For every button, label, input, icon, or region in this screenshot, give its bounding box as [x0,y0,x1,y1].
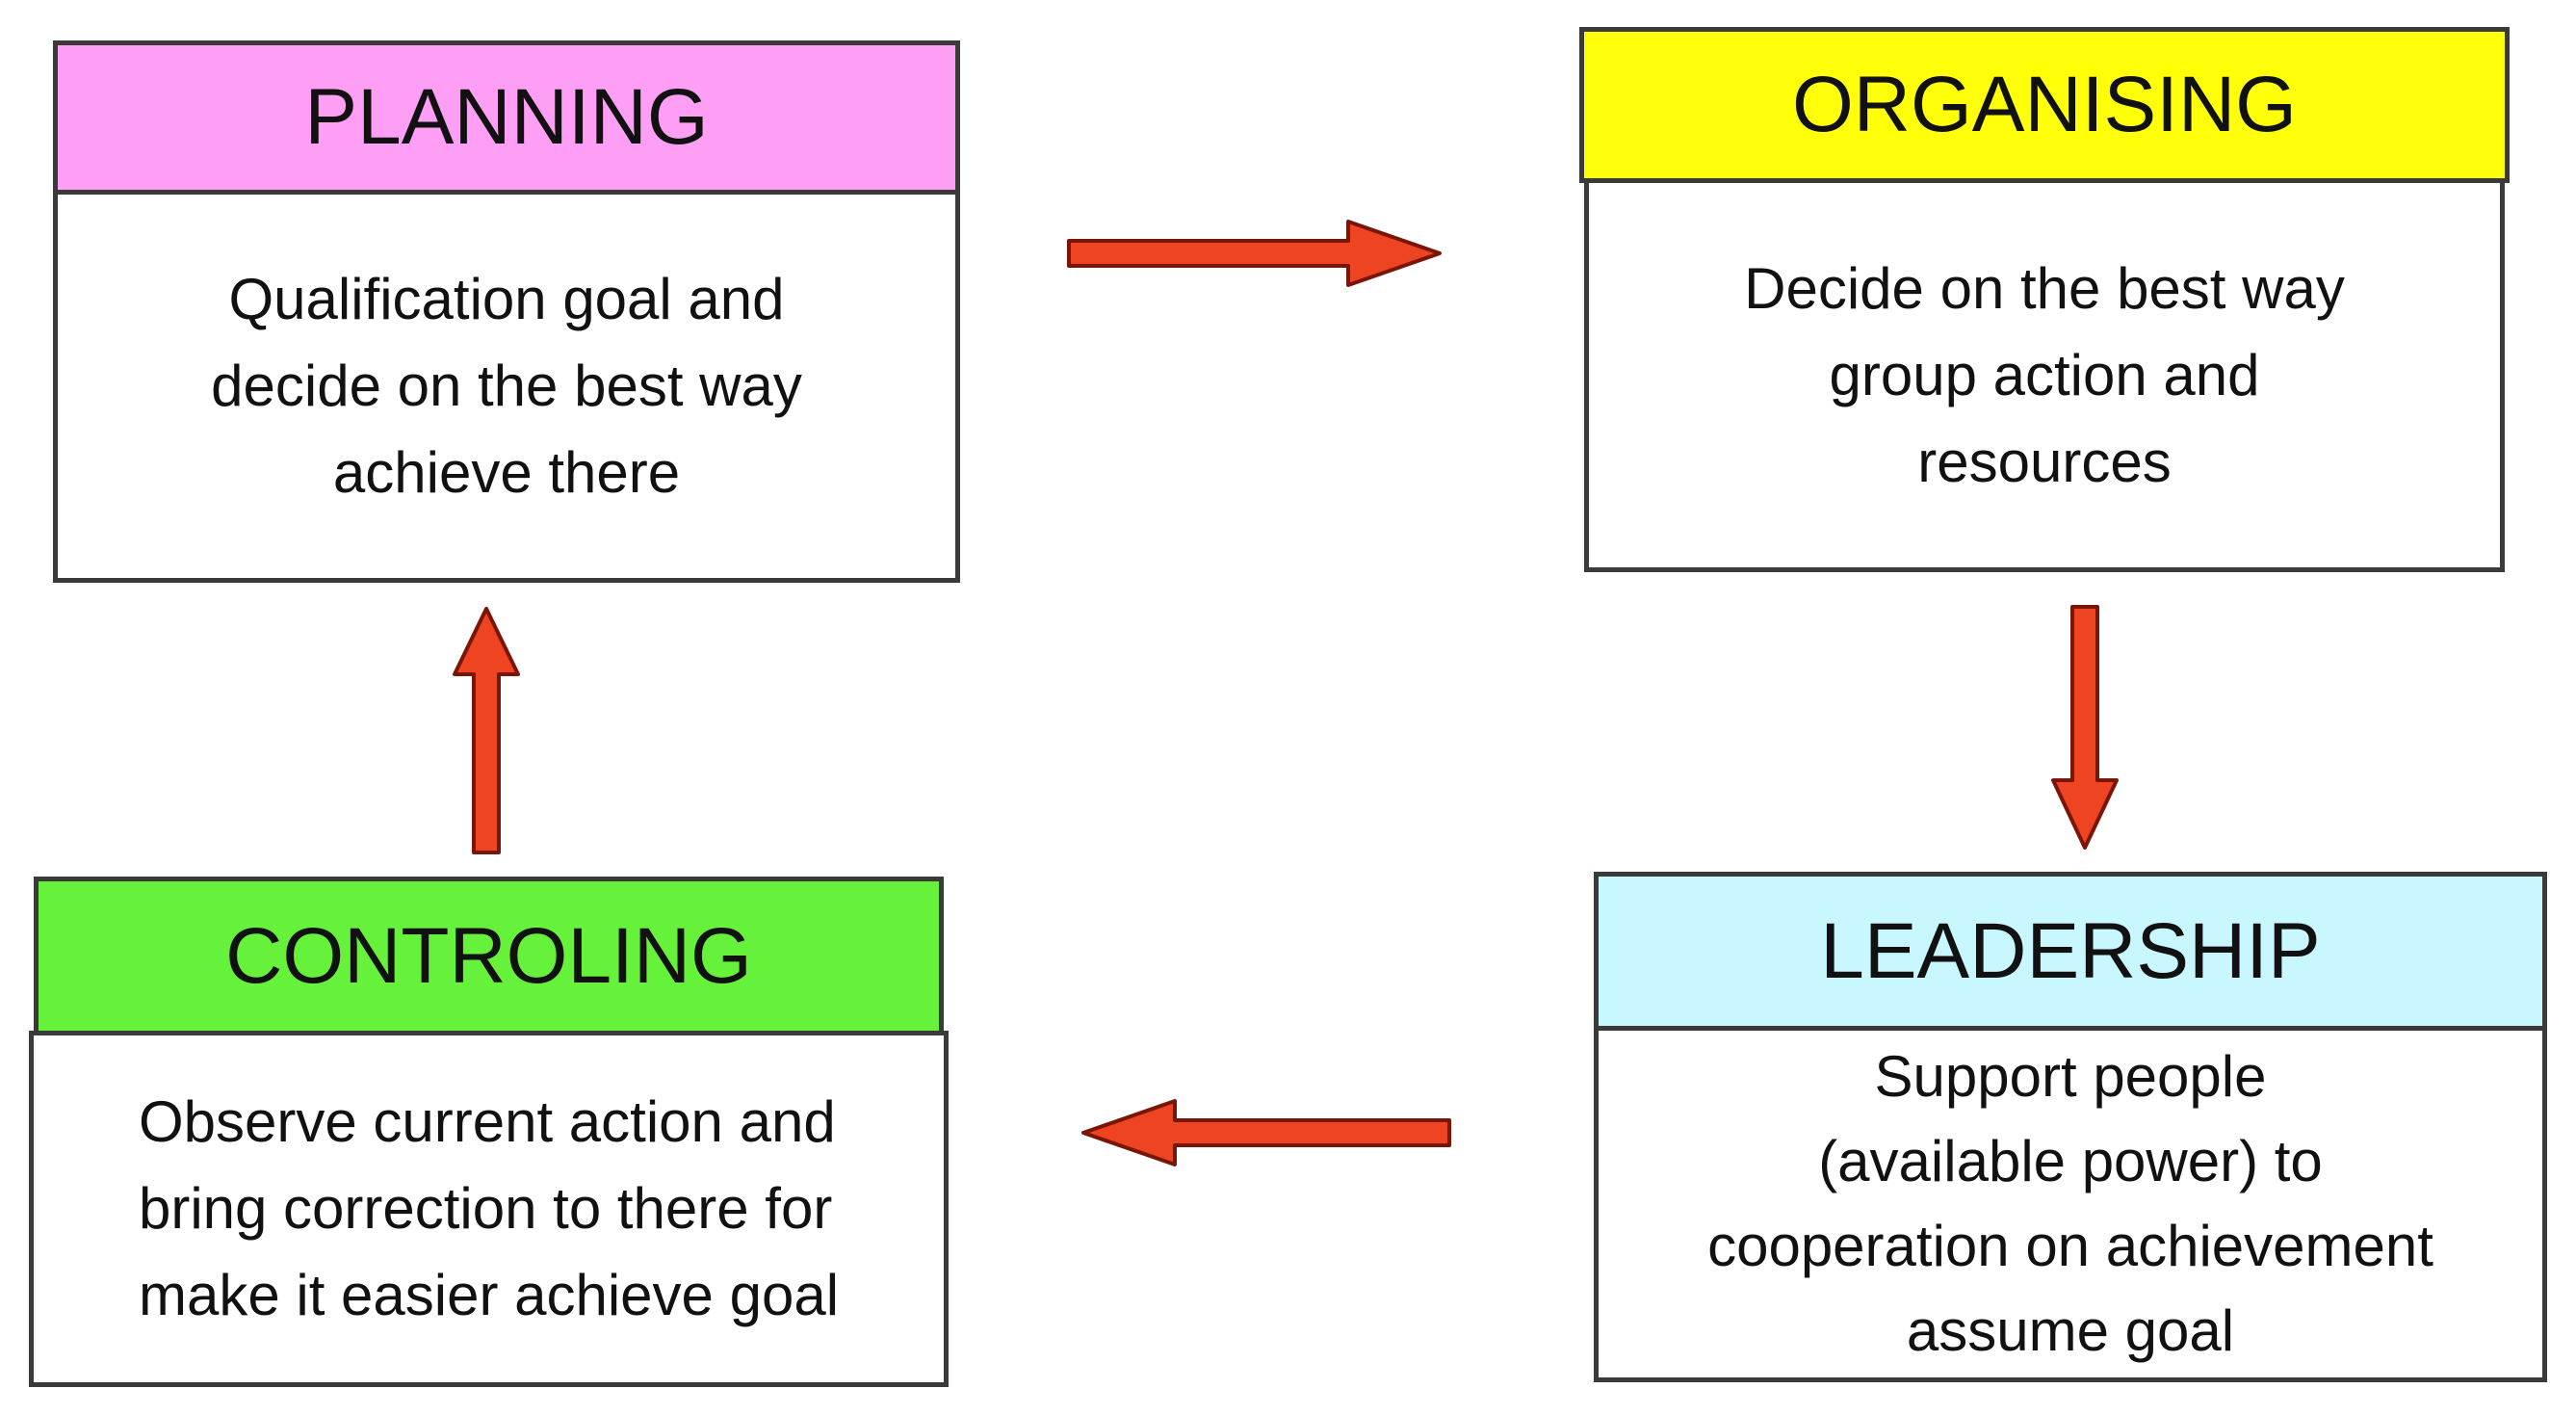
planning-body: Qualification goal and decide on the bes… [53,190,960,583]
arrow-up-icon [453,607,520,854]
leadership-text-line: cooperation on achievement [1707,1214,2433,1278]
controling-text-line: bring correction to there for [138,1176,833,1241]
controling-text-line: Observe current action and [138,1089,836,1154]
organising-text-line: resources [1917,429,2172,494]
planning-title: PLANNING [304,73,709,161]
organising-body: Decide on the best way group action and … [1584,178,2505,572]
controling-text-line: make it easier achieve goal [138,1263,840,1327]
planning-header: PLANNING [53,40,960,195]
leadership-text-line: Support people [1874,1043,2267,1109]
planning-text-line: achieve there [332,440,681,505]
leadership-header: LEADERSHIP [1594,872,2547,1031]
organising-text-line: group action and [1829,342,2260,407]
arrow-down-icon [2051,605,2119,850]
organising-text-line: Decide on the best way [1744,255,2345,321]
controling-header: CONTROLING [34,877,944,1035]
planning-text-line: decide on the best way [211,354,802,418]
arrow-right-icon [1067,220,1442,287]
organising-header: ORGANISING [1579,27,2510,183]
planning-text-line: Qualification goal and [228,267,785,331]
leadership-text-line: assume goal [1906,1298,2235,1364]
controling-body: Observe current action and bring correct… [29,1031,949,1387]
leadership-body: Support people (available power) to coop… [1594,1026,2547,1382]
controling-title: CONTROLING [225,911,752,1000]
arrow-left-icon [1081,1099,1451,1166]
leadership-title: LEADERSHIP [1820,906,2321,995]
leadership-text-line: (available power) to [1818,1128,2323,1193]
organising-title: ORGANISING [1792,61,2297,148]
